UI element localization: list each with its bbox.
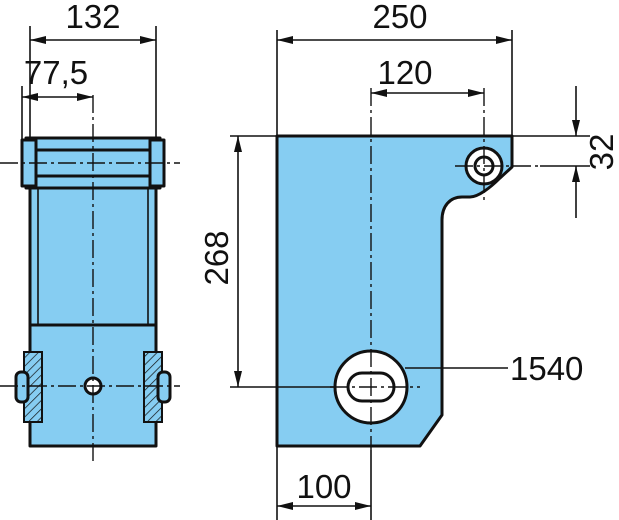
- front-view: [275, 88, 540, 450]
- dim-side-half-width: 77,5: [24, 54, 88, 91]
- dim-front-top-offset: 32: [583, 134, 619, 171]
- dim-side-total-width: 132: [65, 0, 120, 35]
- front-view-body: [275, 134, 514, 448]
- dim-front-total-width: 250: [372, 0, 427, 35]
- dim-front-height: 268: [198, 230, 235, 285]
- part-number-label: 1540: [510, 350, 583, 387]
- dim-front-hole-spacing: 120: [377, 54, 432, 91]
- side-view: [0, 95, 180, 462]
- dimension-lines: [21, 26, 590, 520]
- dim-front-bottom-offset: 100: [296, 468, 351, 505]
- dimension-labels: 132 77,5 250 120 32 268 100 1540: [24, 0, 619, 505]
